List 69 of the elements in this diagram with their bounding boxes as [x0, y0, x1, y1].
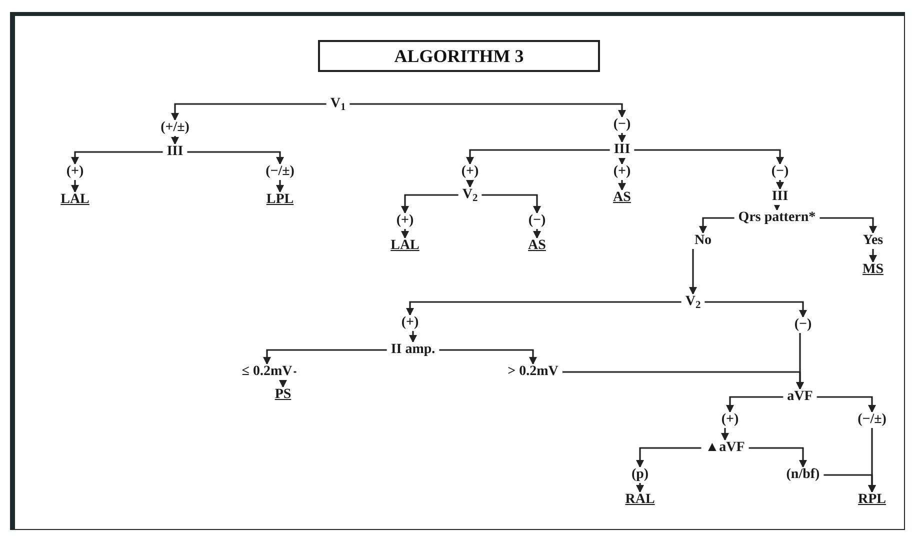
arrow — [748, 447, 807, 468]
arrow — [689, 249, 697, 295]
outcome-label: LAL — [388, 238, 422, 254]
arrow — [618, 133, 626, 143]
outcome-label: AS — [526, 238, 548, 254]
arrow — [350, 103, 626, 118]
lead-label: V$_{2}$ — [683, 294, 703, 310]
lead-label: (p) — [629, 467, 651, 483]
lead-label: (+) — [611, 164, 633, 180]
arrow — [482, 194, 541, 214]
arrow — [263, 349, 387, 365]
lead-label: (+) — [394, 213, 416, 229]
lead-label: (−) — [611, 117, 633, 133]
arrow — [439, 349, 537, 365]
lead-label: III — [770, 189, 790, 205]
arrow — [726, 396, 784, 413]
title-box: ALGORITHM 3 — [318, 40, 600, 72]
arrow — [171, 136, 179, 145]
arrow — [171, 103, 326, 121]
arrow — [636, 483, 644, 493]
arrow — [406, 301, 682, 316]
arrow — [636, 447, 702, 468]
arrow — [533, 229, 541, 239]
arrow — [187, 151, 284, 165]
arrow — [618, 157, 626, 165]
outcome-label: LPL — [264, 192, 296, 208]
lead-label: III — [612, 142, 632, 158]
lead-label: V$_{1}$ — [328, 96, 348, 112]
arrow — [401, 194, 458, 214]
arrow — [699, 217, 734, 234]
lead-label: Qrs pattern* — [736, 210, 818, 226]
arrow — [71, 151, 163, 165]
outcome-label: LAL — [58, 192, 92, 208]
arrow — [466, 149, 610, 165]
lead-label: (n/bf) — [784, 467, 822, 483]
arrow — [796, 333, 804, 390]
arrow — [773, 203, 781, 211]
lead-label: (−) — [526, 213, 548, 229]
arrow — [820, 217, 877, 234]
lead-label: (−/±) — [264, 164, 296, 180]
arrow — [776, 180, 784, 190]
arrow — [71, 180, 79, 193]
lead-label: V$_{2}$ — [460, 187, 480, 203]
arrow — [466, 180, 474, 188]
arrow — [868, 428, 876, 493]
arrow — [634, 149, 784, 165]
arrow — [721, 428, 729, 441]
lead-label: (+) — [399, 315, 421, 331]
arrow — [401, 229, 409, 239]
lead-label: (+) — [64, 164, 86, 180]
lead-label: (+/±) — [158, 120, 192, 136]
outcome-label: RPL — [856, 492, 888, 508]
arrow — [276, 180, 284, 193]
lead-label: (+) — [719, 412, 741, 428]
lead-label: (−) — [769, 164, 791, 180]
arrow — [869, 249, 877, 263]
arrow — [409, 331, 417, 343]
outcome-label: RAL — [623, 492, 657, 508]
outcome-label: AS — [611, 190, 633, 206]
lead-label: ≤ 0.2mV — [240, 364, 294, 380]
lead-label: (+) — [459, 164, 481, 180]
outcome-label: PS — [272, 387, 294, 403]
arrow — [618, 180, 626, 191]
lead-label: II amp. — [388, 342, 438, 358]
lead-label: (−) — [792, 317, 814, 333]
arrow — [704, 301, 807, 318]
arrow — [816, 396, 876, 413]
lead-label: (−/±) — [856, 412, 888, 428]
outcome-label: MS — [860, 262, 886, 278]
